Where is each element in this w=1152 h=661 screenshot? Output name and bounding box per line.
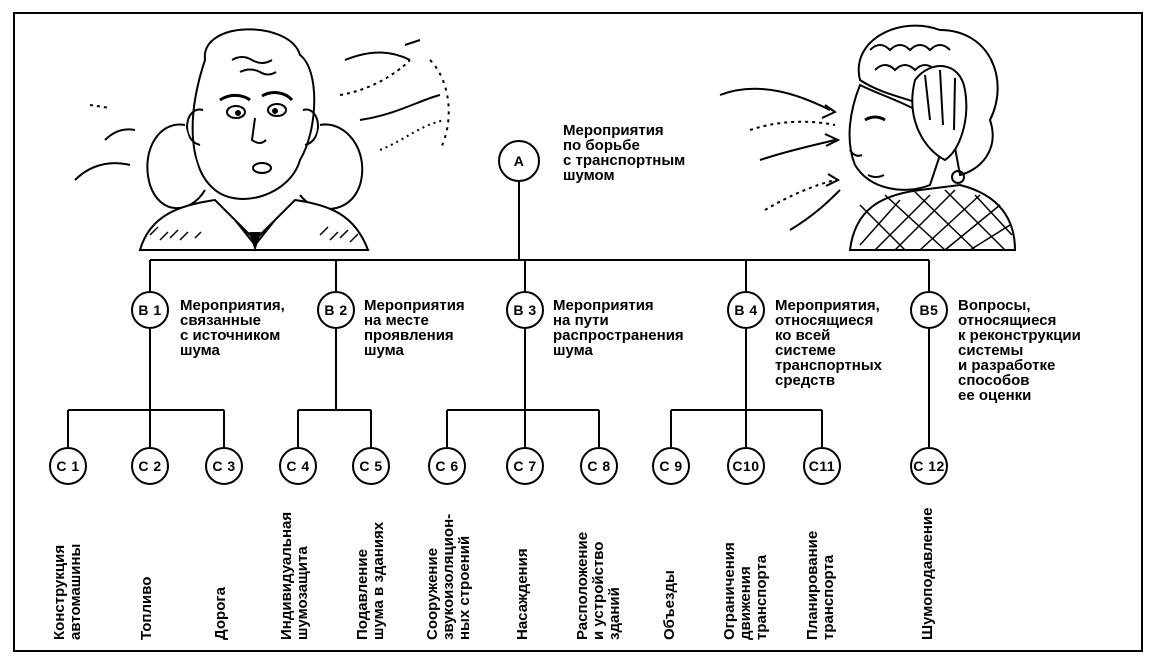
branch-label-b4: Мероприятия, относящиеся ко всей системе…: [775, 297, 882, 389]
leaf-node-id: C 7: [513, 458, 537, 474]
leaf-node-id: C 5: [359, 458, 383, 474]
branch-node-id: B 1: [138, 302, 162, 318]
diagram-frame: [13, 12, 1143, 652]
root-node-a: A: [498, 140, 540, 182]
leaf-node-id: C 1: [56, 458, 80, 474]
leaf-label-c3: Дорога: [212, 587, 229, 640]
branch-node-b2: B 2: [317, 291, 355, 329]
leaf-node-c12: C 12: [910, 447, 948, 485]
leaf-label-c4: Индивидуальная шумозащита: [278, 511, 311, 640]
branch-node-b5: B5: [910, 291, 948, 329]
leaf-node-c7: C 7: [506, 447, 544, 485]
branch-label-b5: Вопросы, относящиеся к реконструкции сис…: [958, 297, 1081, 404]
branch-label-b2: Мероприятия на месте проявления шума: [364, 297, 465, 359]
leaf-node-id: C 8: [587, 458, 611, 474]
man-covering-ears-illustration: [138, 28, 370, 252]
branch-label-b1: Мероприятия, связанные с источником шума: [180, 297, 285, 359]
leaf-node-c4: C 4: [279, 447, 317, 485]
leaf-label-c9: Объезды: [661, 570, 678, 640]
leaf-label-c10: Ограничения движения транспорта: [721, 542, 770, 640]
leaf-node-c3: C 3: [205, 447, 243, 485]
leaf-node-c5: C 5: [352, 447, 390, 485]
leaf-node-c10: C10: [727, 447, 765, 485]
leaf-node-id: C10: [732, 458, 760, 474]
branch-node-id: B 4: [734, 302, 758, 318]
leaf-label-c5: Подавление шума в зданиях: [354, 521, 387, 640]
leaf-label-c11: Планирование транспорта: [804, 530, 837, 640]
woman-covering-ears-illustration: [848, 24, 1017, 251]
leaf-node-id: C11: [808, 458, 836, 474]
noise-arrows-left: [74, 39, 450, 181]
leaf-node-c6: C 6: [428, 447, 466, 485]
leaf-node-id: C 4: [286, 458, 310, 474]
branch-node-id: B5: [919, 302, 939, 318]
branch-node-id: B 2: [324, 302, 348, 318]
leaf-node-id: C 12: [913, 458, 945, 474]
leaf-label-c8: Расположение и устройство зданий: [574, 531, 623, 640]
leaf-node-id: C 3: [212, 458, 236, 474]
leaf-node-c9: C 9: [652, 447, 690, 485]
noise-arrows-right: [719, 87, 841, 231]
branch-node-b1: B 1: [131, 291, 169, 329]
leaf-label-c2: Топливо: [138, 576, 155, 640]
leaf-label-c7: Насаждения: [514, 548, 531, 640]
leaf-node-id: C 6: [435, 458, 459, 474]
root-node-id: A: [513, 153, 525, 169]
leaf-label-c12: Шумоподавление: [919, 507, 936, 641]
leaf-label-c1: Конструкция автомашины: [51, 543, 84, 640]
leaf-node-c1: C 1: [49, 447, 87, 485]
branch-node-b4: B 4: [727, 291, 765, 329]
branch-label-b3: Мероприятия на пути распространения шума: [553, 297, 684, 359]
branch-node-b3: B 3: [506, 291, 544, 329]
root-node-label: Мероприятия по борьбе с транспортным шум…: [563, 122, 686, 184]
leaf-label-c6: Сооружение звукоизоляцион- ных строений: [424, 513, 473, 640]
leaf-node-id: C 2: [138, 458, 162, 474]
branch-node-id: B 3: [513, 302, 537, 318]
leaf-node-c2: C 2: [131, 447, 169, 485]
leaf-node-id: C 9: [659, 458, 683, 474]
leaf-node-c11: C11: [803, 447, 841, 485]
leaf-node-c8: C 8: [580, 447, 618, 485]
